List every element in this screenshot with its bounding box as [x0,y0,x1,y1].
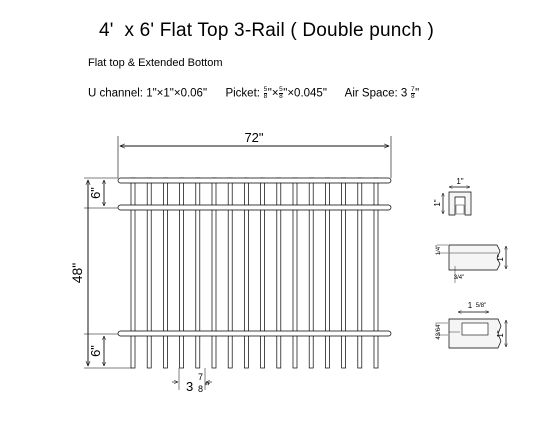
width-label: 72" [244,130,263,145]
u-channel-label: U channel: [88,87,143,100]
air-space-den: 8 [198,384,203,394]
punched-side-label: 43/64" [436,322,442,339]
punched-rail-detail: 1 5/8" 1" 43/64" [436,301,506,349]
punched-width-whole: 1 [468,301,473,310]
rails [117,177,392,337]
punched-height-label: 1" [496,330,505,337]
subtitle: Flat top & Extended Bottom [88,57,223,69]
rail [117,330,392,337]
u-channel-value: 1"×1"×0.06" [146,87,208,100]
air-space-num: 7 [198,372,203,382]
rail [117,204,392,211]
air-space-label: Air Space: 3 [344,87,408,100]
air-space-unit: " [205,380,209,394]
rail-section-height-label: 1" [496,254,505,261]
rail-section-top-label: 1/4" [436,245,442,255]
u-channel-detail: 1" 1" [433,177,472,216]
width-dimension: 72" [117,130,392,178]
rail-section-bottom-label: 3/4" [454,275,464,281]
rail [117,177,392,184]
air-space-dimension: 3 7 8 " [172,368,212,394]
height-dimension: 48" 6" 6" [69,177,132,369]
picket-thickness: ×0.045" [287,87,327,100]
air-space-whole: 3 [186,379,193,394]
punched-width-frac: 5/8" [476,303,486,309]
u-channel-width-label: 1" [456,177,463,186]
page-title: 4' x 6' Flat Top 3-Rail ( Double punch ) [98,20,435,41]
rail-section-detail: 1" 1/4" 3/4" [436,244,506,283]
picket-label: Picket: [225,87,260,100]
top-gap-label: 6" [88,187,103,199]
height-label: 48" [69,263,85,284]
bottom-gap-label: 6" [88,345,103,357]
u-channel-height-label: 1" [433,199,442,206]
